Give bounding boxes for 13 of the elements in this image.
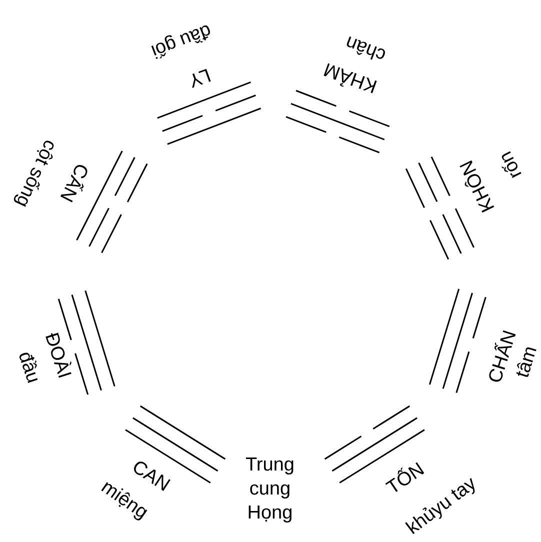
center-label: Trung cung Họng (246, 458, 294, 522)
trigram-label: LY (192, 68, 211, 88)
trigram-label: cột sống (14, 140, 54, 207)
trigram-label: đầu (19, 352, 38, 383)
trigram-label: ĐOÀI (46, 332, 72, 378)
trigram-label: CẤN (60, 164, 88, 202)
trigram-label: TỐN (385, 462, 424, 492)
trigram-label: CHẤN (489, 330, 516, 382)
trigram-label: chân (346, 36, 385, 60)
trigram-label: tâm (516, 347, 536, 377)
trigram-label: KHẢM (324, 63, 377, 94)
trigram-label: đầu gối (151, 25, 210, 59)
trigram-label: rốn (501, 151, 522, 178)
